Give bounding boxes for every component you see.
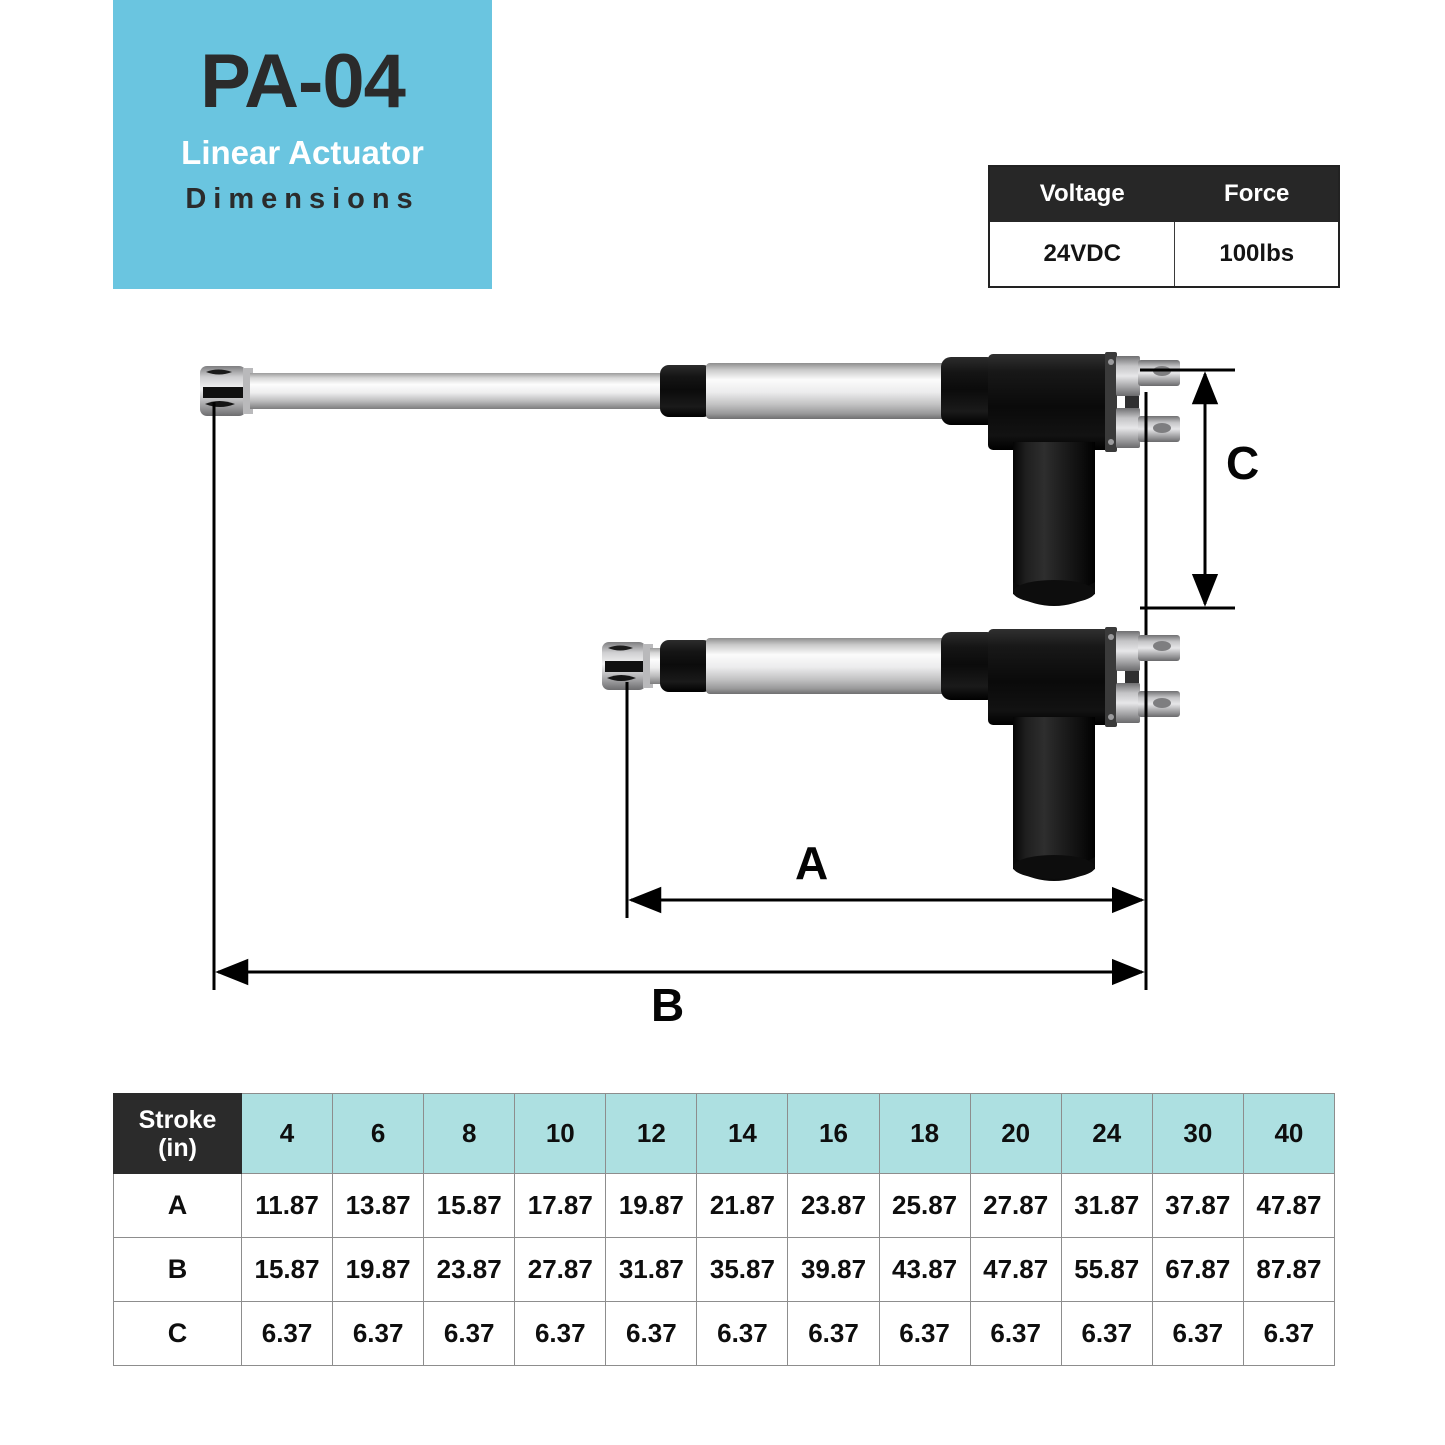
cell-b-10: 27.87 — [514, 1237, 607, 1302]
page-title: PA-04 — [200, 39, 406, 124]
stroke-header-16: 16 — [787, 1093, 880, 1174]
clevis-rod-end — [200, 366, 253, 416]
cell-b-4: 15.87 — [240, 1237, 334, 1302]
cell-a-30: 37.87 — [1151, 1173, 1244, 1238]
black-seal-collar-retracted — [660, 640, 712, 692]
cell-a-8: 15.87 — [423, 1173, 516, 1238]
stroke-header-12: 12 — [605, 1093, 698, 1174]
cell-a-40: 47.87 — [1242, 1173, 1336, 1238]
dimension-label-a: A — [795, 837, 829, 889]
cell-c-40: 6.37 — [1242, 1301, 1336, 1366]
row-label-a: A — [113, 1173, 242, 1238]
stroke-header-10: 10 — [514, 1093, 607, 1174]
cell-a-6: 13.87 — [332, 1173, 425, 1238]
aluminum-shaft — [250, 373, 668, 409]
row-label-c: C — [113, 1301, 242, 1366]
rear-mounting-bracket — [1116, 356, 1180, 448]
cell-b-18: 43.87 — [878, 1237, 971, 1302]
rear-collar-retracted — [941, 632, 997, 700]
corner-label-line1: Stroke — [138, 1105, 217, 1134]
dim-table-corner-cell: Stroke (in) — [113, 1093, 242, 1174]
cell-a-10: 17.87 — [514, 1173, 607, 1238]
dimension-b — [212, 402, 1148, 990]
stroke-header-30: 30 — [1151, 1093, 1244, 1174]
cell-b-12: 31.87 — [605, 1237, 698, 1302]
black-motor-barrel-retracted — [1013, 717, 1095, 881]
cell-a-20: 27.87 — [969, 1173, 1062, 1238]
spec-header-force: Force — [1174, 165, 1340, 222]
retracted-linear-actuator — [602, 627, 1180, 881]
cell-b-8: 23.87 — [423, 1237, 516, 1302]
stroke-header-40: 40 — [1242, 1093, 1336, 1174]
stroke-header-24: 24 — [1060, 1093, 1153, 1174]
table-row: A 11.87 13.87 15.87 17.87 19.87 21.87 23… — [113, 1173, 1336, 1238]
cell-a-14: 21.87 — [696, 1173, 789, 1238]
stroke-header-6: 6 — [332, 1093, 425, 1174]
badge-kicker-label: Dimensions — [185, 183, 420, 215]
black-gearbox-housing — [988, 352, 1117, 452]
cell-b-30: 67.87 — [1151, 1237, 1244, 1302]
dimension-label-b: B — [651, 979, 685, 1031]
cell-b-24: 55.87 — [1060, 1237, 1153, 1302]
extended-linear-actuator — [200, 352, 1180, 606]
cell-b-6: 19.87 — [332, 1237, 425, 1302]
clevis-rod-end-retracted — [602, 642, 653, 690]
cell-c-12: 6.37 — [605, 1301, 698, 1366]
actuator-technical-drawing — [0, 330, 1445, 1050]
cell-c-18: 6.37 — [878, 1301, 971, 1366]
cell-c-10: 6.37 — [514, 1301, 607, 1366]
black-motor-barrel — [1013, 442, 1095, 606]
table-row: C 6.37 6.37 6.37 6.37 6.37 6.37 6.37 6.3… — [113, 1301, 1336, 1366]
cell-c-16: 6.37 — [787, 1301, 880, 1366]
spec-header-row: Voltage Force — [988, 165, 1340, 222]
black-seal-collar — [660, 365, 712, 417]
cell-b-16: 39.87 — [787, 1237, 880, 1302]
dim-table-header-row: Stroke (in) 4 6 8 10 12 14 16 18 20 24 3… — [113, 1093, 1336, 1174]
black-gearbox-housing-retracted — [988, 627, 1117, 727]
cell-a-4: 11.87 — [240, 1173, 334, 1238]
stroke-header-4: 4 — [240, 1093, 334, 1174]
spec-value-voltage: 24VDC — [988, 221, 1176, 288]
product-subtitle: Linear Actuator — [181, 134, 424, 171]
product-title-badge: PA-04 Linear Actuator Dimensions — [113, 0, 492, 289]
cell-c-4: 6.37 — [240, 1301, 334, 1366]
spec-value-force: 100lbs — [1174, 221, 1340, 288]
spec-header-voltage: Voltage — [988, 165, 1176, 222]
cell-c-30: 6.37 — [1151, 1301, 1244, 1366]
stroke-header-18: 18 — [878, 1093, 971, 1174]
row-label-b: B — [113, 1237, 242, 1302]
stroke-header-8: 8 — [423, 1093, 516, 1174]
outer-tube-retracted — [706, 638, 949, 694]
corner-label-line2: (in) — [158, 1133, 197, 1162]
cell-a-16: 23.87 — [787, 1173, 880, 1238]
rear-mounting-bracket-retracted — [1116, 631, 1180, 723]
cell-c-14: 6.37 — [696, 1301, 789, 1366]
stroke-header-14: 14 — [696, 1093, 789, 1174]
specification-table: Voltage Force 24VDC 100lbs — [988, 165, 1340, 288]
table-row: B 15.87 19.87 23.87 27.87 31.87 35.87 39… — [113, 1237, 1336, 1302]
cell-b-20: 47.87 — [969, 1237, 1062, 1302]
cell-b-14: 35.87 — [696, 1237, 789, 1302]
cell-a-12: 19.87 — [605, 1173, 698, 1238]
cell-c-24: 6.37 — [1060, 1301, 1153, 1366]
dimension-data-table: Stroke (in) 4 6 8 10 12 14 16 18 20 24 3… — [113, 1093, 1336, 1366]
cell-a-24: 31.87 — [1060, 1173, 1153, 1238]
cell-b-40: 87.87 — [1242, 1237, 1336, 1302]
cell-c-6: 6.37 — [332, 1301, 425, 1366]
cell-a-18: 25.87 — [878, 1173, 971, 1238]
rear-collar — [941, 357, 997, 425]
dimension-a — [625, 670, 1148, 918]
stroke-header-20: 20 — [969, 1093, 1062, 1174]
cell-c-8: 6.37 — [423, 1301, 516, 1366]
outer-tube — [706, 363, 949, 419]
spec-value-row: 24VDC 100lbs — [988, 221, 1340, 288]
cell-c-20: 6.37 — [969, 1301, 1062, 1366]
dimension-label-c: C — [1226, 437, 1260, 489]
